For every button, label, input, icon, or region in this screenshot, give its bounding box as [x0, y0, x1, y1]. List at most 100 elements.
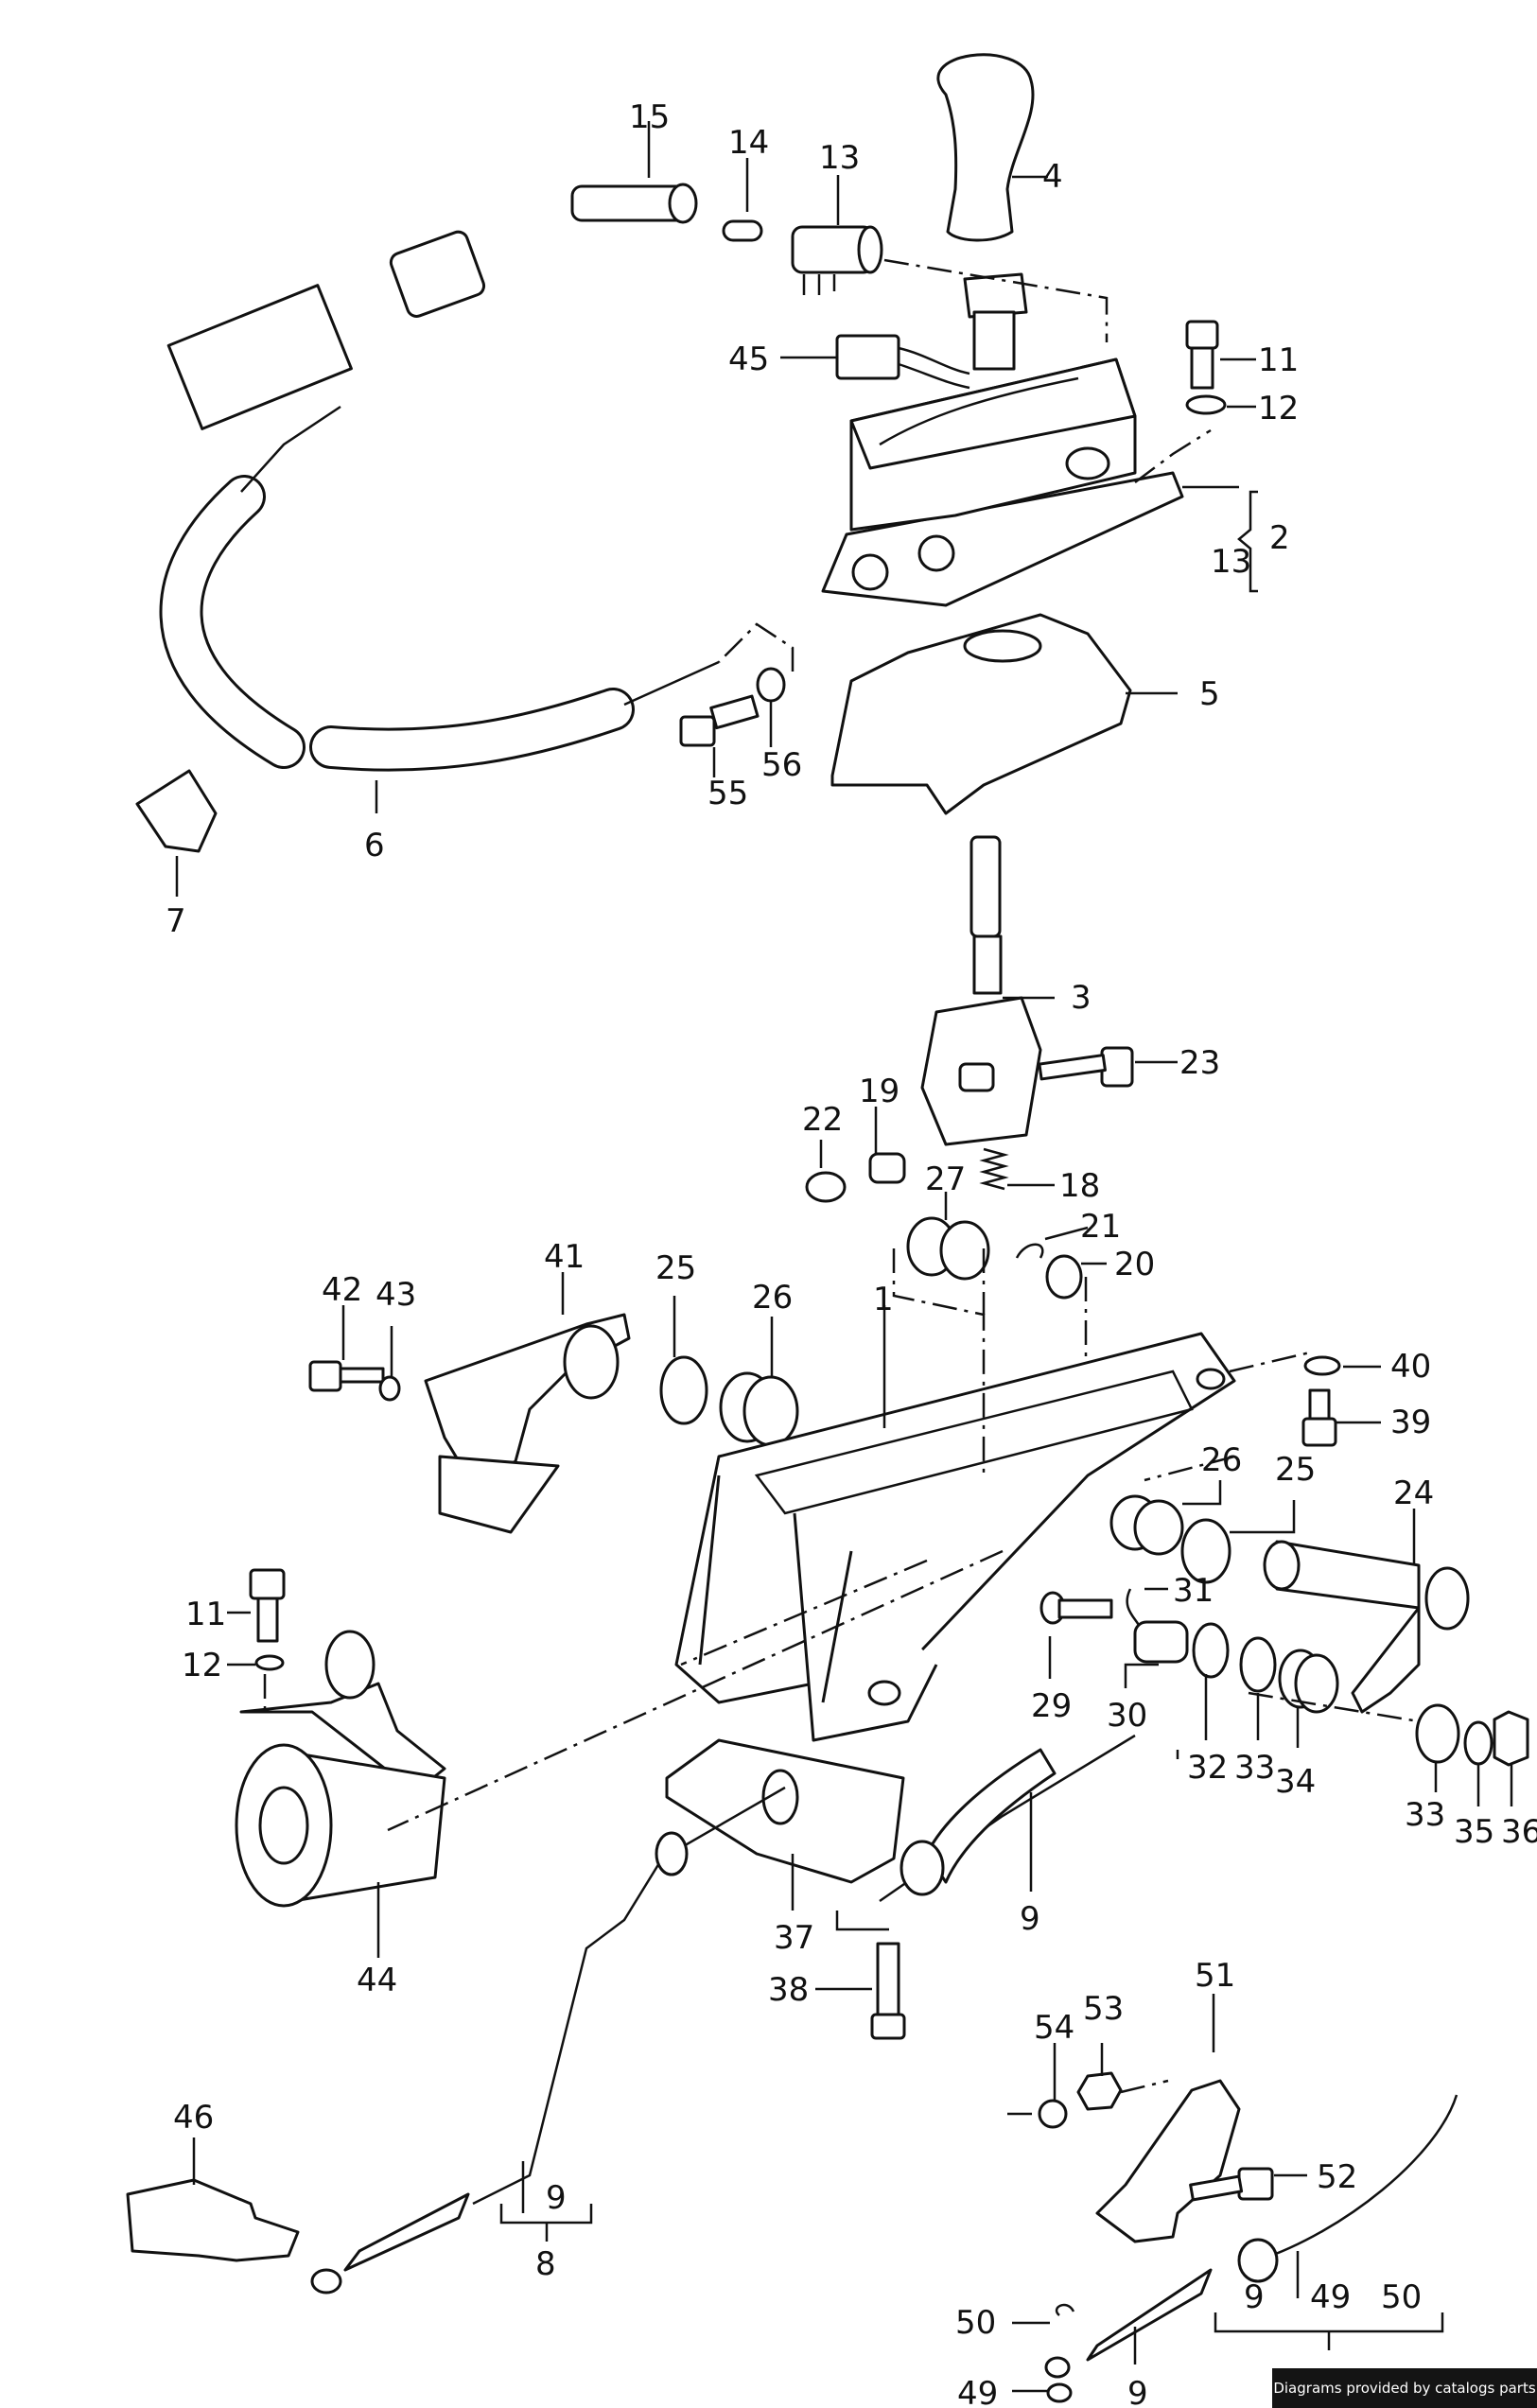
label-13-top: 13	[819, 139, 860, 177]
part-24-shaft	[1263, 1540, 1470, 1714]
part-13-switch	[791, 225, 883, 295]
label-23: 23	[1179, 1044, 1220, 1082]
part-34-bushing	[1278, 1649, 1339, 1714]
label-24: 24	[1393, 1474, 1434, 1512]
label-6: 6	[364, 827, 385, 864]
part-31-clip	[1126, 1588, 1142, 1628]
part-35-washer	[1463, 1720, 1493, 1766]
label-42: 42	[322, 1271, 362, 1309]
part-23-bolt	[1038, 1046, 1134, 1088]
label-30: 30	[1107, 1697, 1147, 1735]
label-26-left: 26	[752, 1279, 793, 1317]
label-52: 52	[1317, 2158, 1357, 2196]
part-33-washer-b	[1415, 1703, 1460, 1764]
part-25-washer-right	[1180, 1518, 1231, 1584]
part-18-spring	[979, 1147, 1009, 1191]
part-46-bracket	[126, 2178, 300, 2262]
part-41-bracket	[424, 1313, 631, 1534]
part-9-cable	[879, 1734, 1136, 1903]
part-27-bushing	[906, 1216, 990, 1281]
label-44: 44	[357, 1962, 397, 1999]
part-43-washer	[378, 1375, 401, 1402]
label-12-lower: 12	[182, 1647, 222, 1684]
label-49-right: 49	[1310, 2278, 1351, 2316]
label-55: 55	[707, 775, 748, 812]
part-26-bushing-left	[719, 1371, 799, 1447]
label-11-top: 11	[1258, 341, 1299, 379]
part-36-nut	[1493, 1710, 1529, 1767]
label-9-lower-bracket: 9	[1244, 2278, 1265, 2316]
part-51-bracket	[1095, 2079, 1241, 2243]
part-33-washer-a	[1239, 1636, 1277, 1693]
part-labels: 15 14 13 4 45 11 12 2 13 5 6 7 55 56 3 2…	[166, 98, 1537, 2408]
credit-banner: Diagrams provided by catalogs parts	[1272, 2368, 1537, 2408]
label-26-right: 26	[1201, 1441, 1242, 1479]
part-2-selector-housing	[821, 272, 1184, 607]
part-49-washer	[1046, 2382, 1073, 2403]
part-30-sleeve	[1133, 1620, 1189, 1664]
label-9-bracket: 9	[546, 2179, 567, 2217]
part-49-cable	[1044, 2094, 1458, 2379]
label-2: 2	[1269, 519, 1290, 557]
label-15: 15	[629, 98, 670, 136]
label-51: 51	[1195, 1957, 1235, 1995]
label-56: 56	[761, 746, 802, 784]
label-4: 4	[1042, 158, 1063, 196]
label-18: 18	[1059, 1167, 1100, 1205]
label-13-mid: 13	[1211, 543, 1251, 581]
part-52-bolt	[1189, 2167, 1274, 2202]
label-34: 34	[1275, 1763, 1316, 1801]
part-8-cable	[310, 1786, 786, 2295]
label-35: 35	[1454, 1813, 1494, 1851]
label-40: 40	[1390, 1348, 1431, 1386]
alignment-lines	[263, 258, 1420, 2116]
label-45: 45	[728, 340, 769, 378]
label-25-right: 25	[1275, 1451, 1316, 1489]
part-56-washer	[756, 667, 786, 703]
label-20: 20	[1114, 1246, 1155, 1283]
label-21: 21	[1080, 1208, 1121, 1246]
label-7: 7	[166, 902, 186, 940]
part-44-solenoid	[235, 1630, 446, 1908]
label-27: 27	[925, 1160, 966, 1198]
part-11-bolt-lower	[249, 1568, 286, 1643]
part-15-sleeve	[570, 183, 698, 224]
label-29: 29	[1031, 1687, 1072, 1725]
label-9-mid: 9	[1020, 1900, 1040, 1938]
label-39: 39	[1390, 1404, 1431, 1441]
label-33-b: 33	[1405, 1796, 1445, 1834]
part-54-washer	[1038, 2099, 1068, 2129]
label-5: 5	[1199, 675, 1220, 713]
part-6-cable	[159, 230, 720, 772]
part-38-bolt	[870, 1942, 906, 2040]
label-49-left: 49	[957, 2375, 998, 2408]
label-37: 37	[774, 1919, 814, 1957]
label-36: 36	[1501, 1813, 1537, 1851]
part-12-washer-top	[1185, 394, 1227, 415]
part-50-clip	[1055, 2303, 1075, 2316]
label-54: 54	[1034, 2009, 1074, 2047]
part-20-washer	[1045, 1254, 1083, 1300]
label-11-lower: 11	[185, 1596, 226, 1633]
part-11-bolt-top	[1185, 320, 1219, 390]
label-41: 41	[544, 1238, 585, 1276]
part-21-clip	[1015, 1243, 1044, 1259]
part-19-plug	[868, 1152, 906, 1184]
label-43: 43	[376, 1276, 416, 1314]
part-25-washer-left	[659, 1355, 708, 1425]
label-53: 53	[1083, 1990, 1124, 2028]
part-7-grommet	[135, 769, 218, 853]
part-45-connector	[835, 334, 970, 390]
part-37-bracket	[665, 1738, 905, 1884]
part-14-capsule	[722, 219, 763, 242]
label-3: 3	[1071, 979, 1092, 1017]
part-39-bolt	[1301, 1388, 1337, 1447]
label-1: 1	[873, 1281, 894, 1318]
label-33-a: 33	[1234, 1749, 1275, 1787]
cover-opening	[963, 629, 1042, 663]
label-50-right: 50	[1381, 2278, 1422, 2316]
part-42-bolt	[308, 1360, 385, 1392]
part-29-bolt	[1039, 1591, 1113, 1625]
leader-lines	[175, 121, 1513, 2393]
label-22: 22	[802, 1101, 843, 1139]
